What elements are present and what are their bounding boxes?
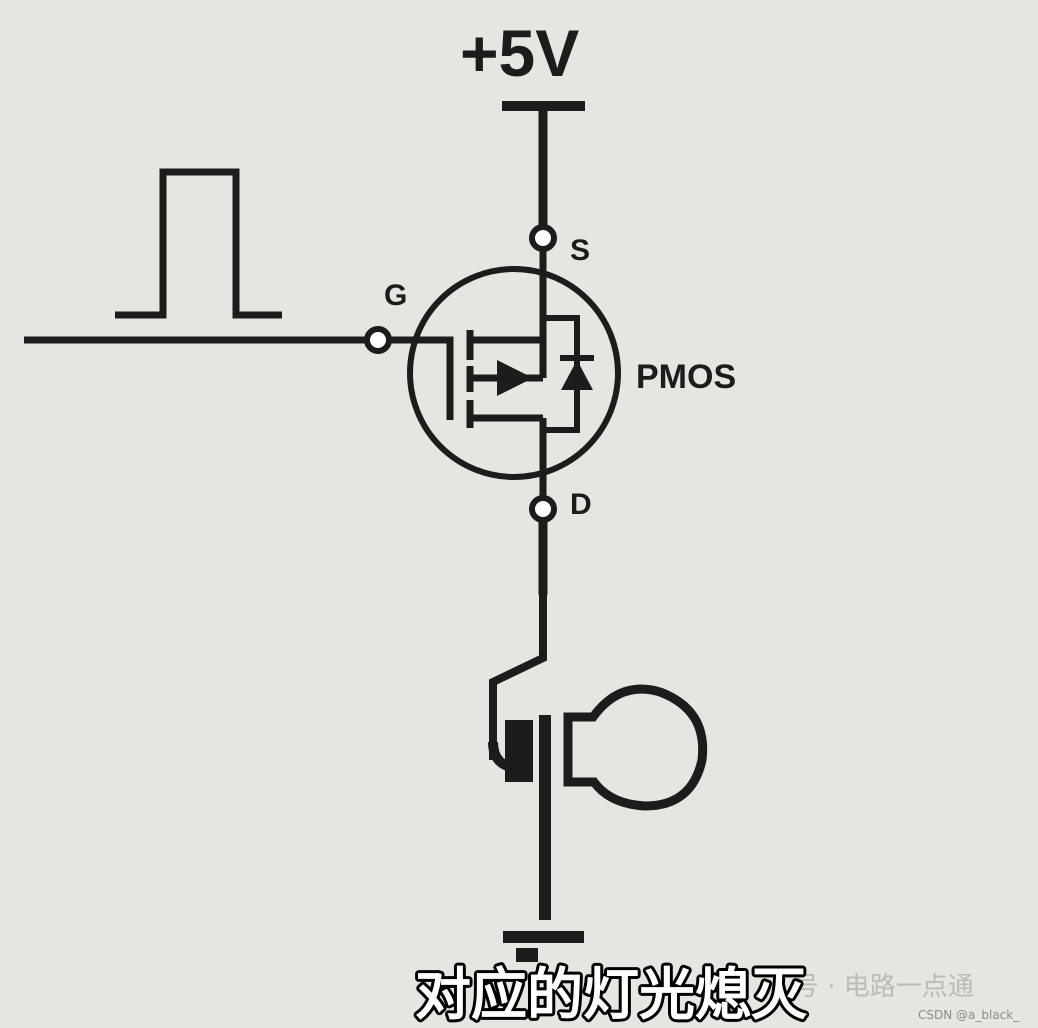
drain-label: D <box>570 488 592 521</box>
drain-terminal <box>529 495 557 523</box>
lamp-bulb-icon <box>563 684 708 811</box>
pmos-arrow-icon <box>497 360 533 396</box>
drain-wire <box>489 521 548 760</box>
source-terminal <box>529 224 557 252</box>
credit-text: CSDN @a_black_ <box>918 1008 1020 1022</box>
source-label: S <box>570 234 590 267</box>
lamp-socket <box>488 715 551 920</box>
supply-label: +5V <box>460 16 579 90</box>
body-diode-icon <box>543 315 594 433</box>
supply-bar <box>502 101 585 225</box>
ground-bar-icon <box>503 931 584 962</box>
device-label: PMOS <box>636 358 736 396</box>
watermark-text: 号 · 电路一点通 <box>793 972 974 1002</box>
video-subtitle: 对应的灯光熄灭 <box>415 963 808 1028</box>
body-diode-triangle <box>561 360 593 390</box>
gate-label: G <box>384 279 407 312</box>
pulse-waveform-icon <box>115 168 282 319</box>
gate-terminal <box>364 326 392 354</box>
